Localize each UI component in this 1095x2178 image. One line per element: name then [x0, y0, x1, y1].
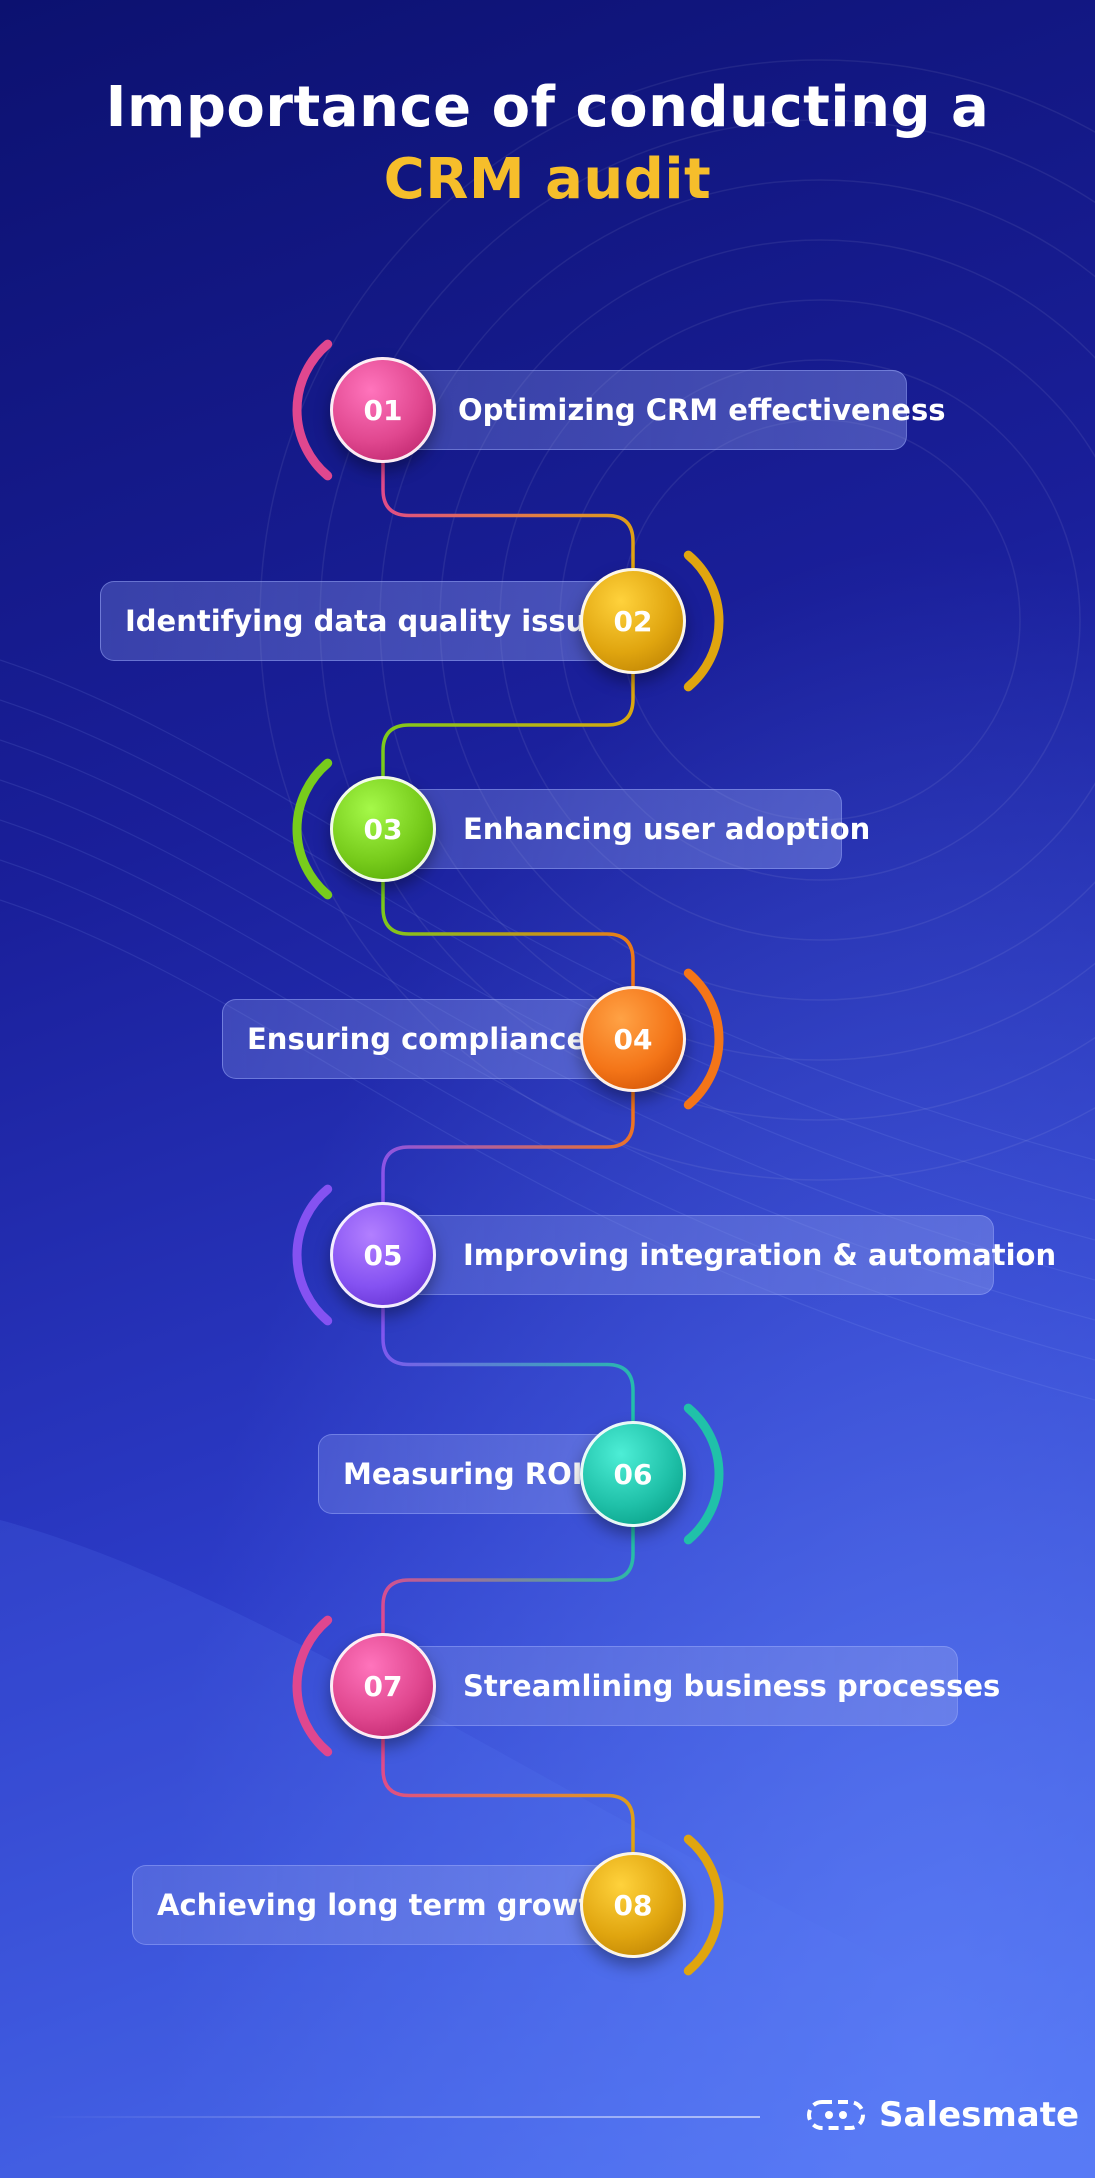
step-arc-03 [292, 758, 333, 900]
step-number: 08 [613, 1888, 653, 1922]
step-card-06: Measuring ROI [318, 1434, 614, 1514]
step-card-04: Ensuring compliance [222, 999, 614, 1079]
step-label: Identifying data quality issues [125, 604, 624, 638]
connector-06 [381, 1526, 635, 1634]
step-badge-04: 04 [580, 986, 686, 1092]
step-badge-01: 01 [330, 357, 436, 463]
step-arc-08 [683, 1834, 724, 1976]
step-number: 05 [363, 1238, 403, 1272]
step-label: Achieving long term growth [157, 1888, 614, 1922]
step-arc-06 [683, 1403, 724, 1545]
step-badge-08: 08 [580, 1852, 686, 1958]
page-title: Importance of conducting a [105, 75, 990, 140]
step-label: Streamlining business processes [463, 1669, 1001, 1703]
step-number: 06 [613, 1457, 653, 1491]
step-number: 04 [613, 1022, 653, 1056]
step-badge-02: 02 [580, 568, 686, 674]
step-number: 03 [363, 812, 403, 846]
step-card-05: Improving integration & automation [400, 1215, 1056, 1295]
step-card-07: Streamlining business processes [400, 1646, 1000, 1726]
connector-03 [381, 881, 635, 987]
step-arc-05 [292, 1184, 333, 1326]
step-badge-05: 05 [330, 1202, 436, 1308]
footer-divider [40, 2116, 760, 2118]
step-number: 02 [613, 604, 653, 638]
step-arc-04 [683, 968, 724, 1110]
page-title-highlight: CRM audit [383, 147, 712, 212]
step-label: Measuring ROI [343, 1457, 583, 1491]
salesmate-logo-icon [807, 2100, 865, 2130]
step-number: 07 [363, 1669, 403, 1703]
step-label: Optimizing CRM effectiveness [458, 393, 946, 427]
step-badge-07: 07 [330, 1633, 436, 1739]
step-arc-07 [292, 1615, 333, 1757]
step-label: Improving integration & automation [463, 1238, 1057, 1272]
step-badge-03: 03 [330, 776, 436, 882]
step-arc-01 [292, 339, 333, 481]
brand-logo: Salesmate [805, 2092, 1079, 2138]
step-card-08: Achieving long term growth [132, 1865, 614, 1945]
connector-01 [381, 462, 635, 569]
step-number: 01 [363, 393, 403, 427]
connector-02 [381, 673, 635, 777]
step-label: Enhancing user adoption [463, 812, 871, 846]
step-card-03: Enhancing user adoption [400, 789, 870, 869]
step-badge-06: 06 [580, 1421, 686, 1527]
connector-05 [381, 1307, 635, 1422]
brand-name: Salesmate [879, 2095, 1080, 2135]
connector-07 [381, 1738, 635, 1853]
connector-04 [381, 1091, 635, 1203]
step-card-02: Identifying data quality issues [100, 581, 624, 661]
step-label: Ensuring compliance [247, 1022, 587, 1056]
step-card-01: Optimizing CRM effectiveness [395, 370, 946, 450]
step-arc-02 [683, 550, 724, 692]
